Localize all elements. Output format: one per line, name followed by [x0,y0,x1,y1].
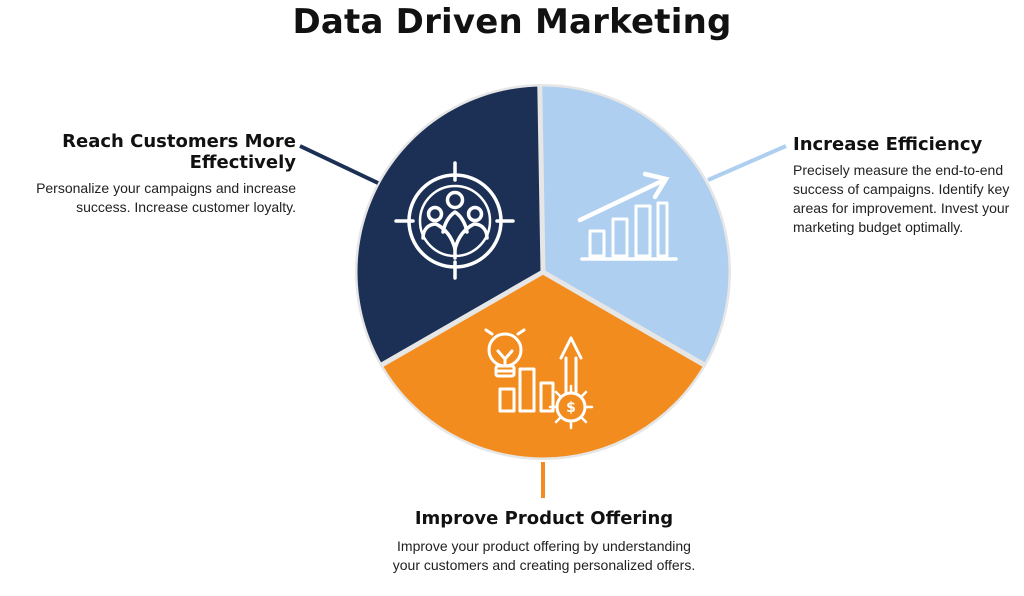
page-title: Data Driven Marketing [292,2,732,42]
increase-efficiency-block: Increase Efficiency Precisely measure th… [793,134,1021,237]
idea-growth-money-icon: $ [484,328,594,430]
svg-text:$: $ [566,400,576,416]
segment-reach[interactable] [357,86,543,365]
improve-product-heading: Improve Product Offering [414,508,674,529]
reach-customers-block: Reach Customers More Effectively Persona… [4,131,296,217]
reach-customers-heading: Reach Customers More Effectively [62,131,296,173]
growth-chart-icon [577,171,678,261]
increase-efficiency-description: Precisely measure the end-to-end success… [793,162,1010,235]
connector-reach [299,144,379,185]
connector-efficiency [707,144,787,182]
improve-product-block: Improve Product Offering Improve your pr… [384,508,704,575]
reach-customers-description: Personalize your campaigns and increase … [36,180,296,215]
increase-efficiency-heading: Increase Efficiency [793,134,983,155]
segment-dividers [379,84,707,368]
target-audience-icon [394,161,515,280]
improve-product-description: Improve your product offering by underst… [392,538,696,573]
